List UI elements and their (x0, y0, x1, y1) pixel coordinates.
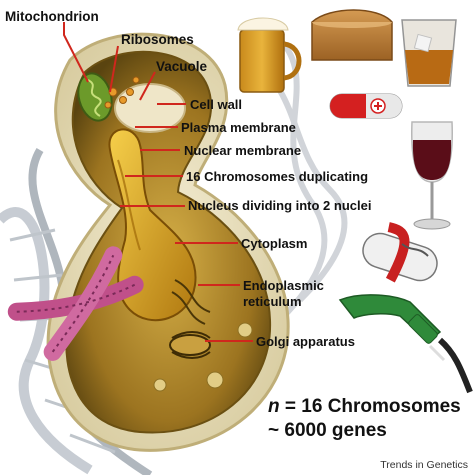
fuel-nozzle-icon (338, 294, 473, 394)
summary-n: n (268, 396, 280, 417)
label-vacuole: Vacuole (156, 59, 208, 74)
summary-eq: = 16 (279, 396, 328, 417)
endoplasmic-reticulum-shape (171, 279, 211, 325)
whisky-icon (401, 19, 457, 87)
wine-icon (411, 121, 453, 230)
dna-capsule-icon (362, 222, 438, 283)
summary-chromosomes: n = 16 Chromosomes (268, 396, 461, 418)
ribosomes-dots (104, 76, 140, 109)
label-cytoplasm: Cytoplasm (241, 236, 308, 251)
bread-icon (311, 9, 393, 61)
mitochondrion-shape (77, 72, 113, 122)
nucleus-shape (108, 128, 197, 322)
label-golgi-apparatus: Golgi apparatus (256, 334, 355, 349)
label-plasma-membrane: Plasma membrane (181, 120, 296, 135)
summary-genes: ~ 6000 genes (268, 420, 387, 441)
label-ribosomes: Ribosomes (121, 32, 194, 47)
label-nuclear-membrane: Nuclear membrane (184, 143, 302, 158)
label-reticulum: reticulum (243, 294, 302, 309)
capsule-icon (329, 93, 403, 119)
label-chromosomes-duplicating: 16 Chromosomes duplicating (186, 169, 369, 184)
label-endoplasmic: Endoplasmic (243, 278, 324, 293)
golgi-apparatus-shape (169, 331, 211, 359)
summary-chromosomes-word: Chromosomes (327, 396, 461, 417)
chromosome-shape (7, 246, 144, 361)
credit-text: Trends in Genetics (380, 459, 468, 471)
label-cell-wall: Cell wall (190, 97, 243, 112)
vacuole-shape (114, 83, 186, 133)
label-nucleus-dividing: Nucleus dividing into 2 nuclei (188, 198, 372, 213)
beer-icon (237, 17, 302, 93)
leader-lines (63, 22, 253, 342)
label-mitochondrion: Mitochondrion (5, 9, 99, 24)
